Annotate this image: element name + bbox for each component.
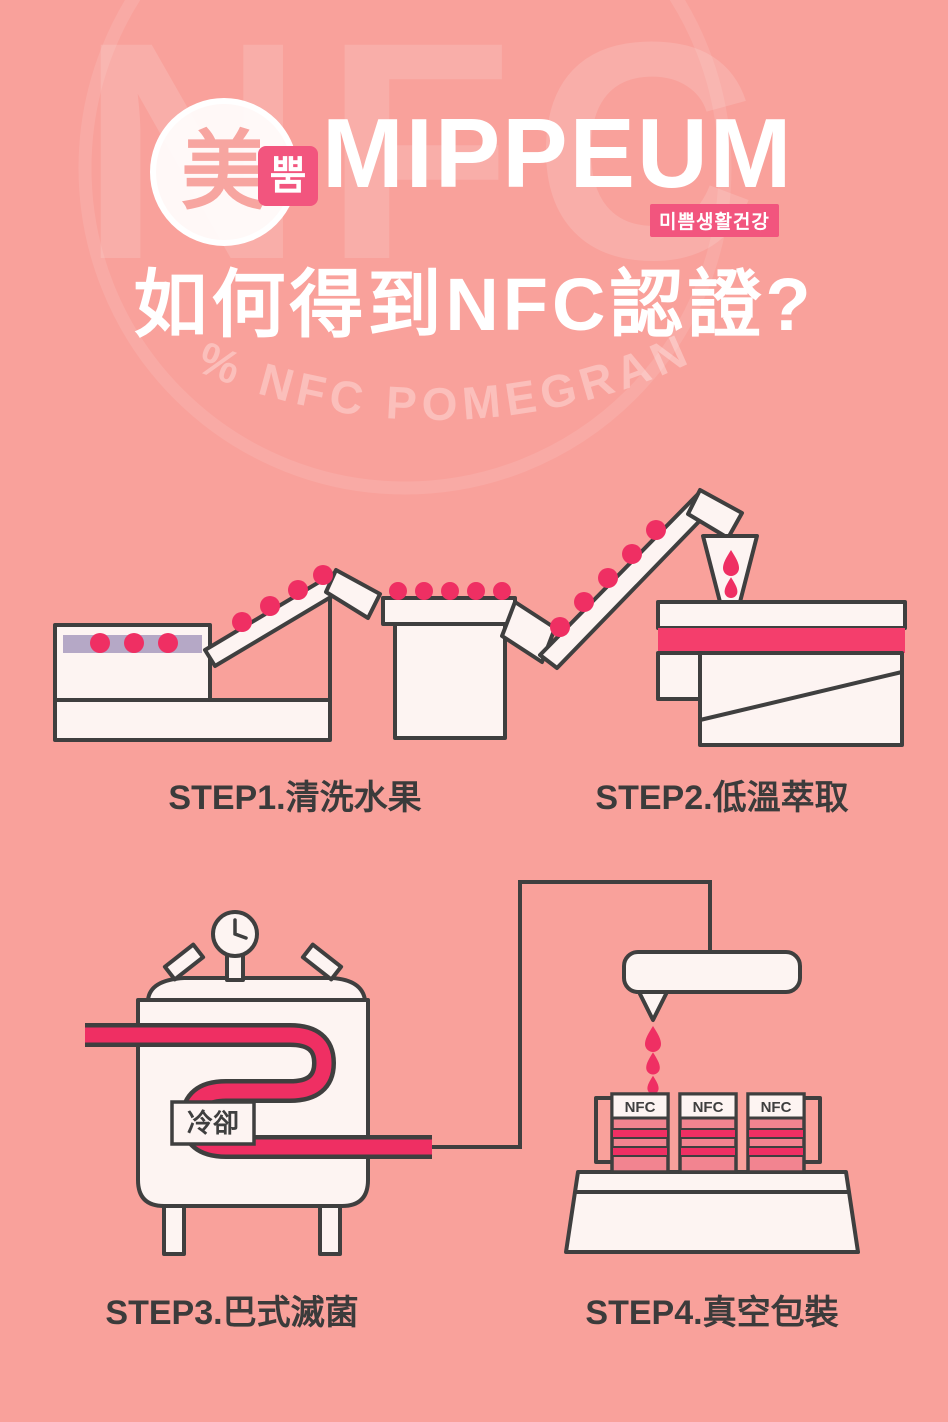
- logo-block-char: 뿜: [269, 154, 307, 198]
- juice-drops-funnel: [723, 550, 739, 598]
- filler-head: [622, 950, 802, 994]
- sorting-table-body: [393, 622, 507, 740]
- table-exit-chute: [500, 600, 557, 664]
- connector-pipe: [432, 880, 712, 1149]
- logo-block: 뿜: [258, 146, 318, 206]
- pack-bracket-left: [594, 1096, 612, 1164]
- sorting-table-top: [381, 596, 517, 626]
- tank-valve-right: [300, 942, 344, 982]
- tank-lid: [146, 976, 367, 1002]
- logo-circle-char: 美: [181, 124, 267, 220]
- tank-leg-right: [318, 1204, 342, 1256]
- press-pink-band: [658, 628, 905, 653]
- step4-caption: STEP4.真空包裝: [585, 1294, 839, 1332]
- page-title: 如何得到NFC認證?: [133, 263, 815, 346]
- pack-label: NFC: [693, 1099, 724, 1116]
- tank-valve-left: [162, 942, 206, 982]
- filler-nozzle: [637, 990, 669, 1022]
- press-left-stub: [656, 651, 702, 701]
- brand-badge: 미쁨생활건강: [650, 204, 779, 237]
- juice-pack-1: NFC: [610, 1092, 670, 1174]
- press-body: [698, 651, 904, 747]
- wash-base: [53, 698, 332, 742]
- fruit-dots: [90, 520, 666, 653]
- cooling-label: 冷卻: [187, 1108, 239, 1138]
- pack-label: NFC: [625, 1099, 656, 1116]
- clock-hands: [233, 918, 248, 940]
- cooling-label-box: [170, 1100, 256, 1146]
- process-row-bottom: 冷卻 NFC NFC: [85, 880, 860, 1256]
- tank-leg-left: [162, 1204, 186, 1256]
- pack-label: NFC: [761, 1099, 792, 1116]
- logo-circle: 美: [150, 98, 298, 246]
- step1-caption: STEP1.清洗水果: [168, 779, 422, 817]
- belt-head-chute-2: [686, 488, 744, 540]
- juice-pack-3: NFC: [746, 1092, 806, 1174]
- step2-machine-illustration: [538, 488, 907, 747]
- juice-pack-2: NFC: [678, 1092, 738, 1174]
- watermark-ring: [78, 0, 732, 495]
- step4-machine-illustration: [564, 950, 860, 1254]
- juice-drops-filler: [645, 1026, 661, 1094]
- belt-head-chute-1: [324, 568, 382, 620]
- step3-caption: STEP3.巴式滅菌: [105, 1294, 359, 1332]
- step1-machine-illustration: [53, 568, 557, 742]
- packing-platform: [564, 1170, 860, 1254]
- step2-caption: STEP2.低溫萃取: [595, 779, 849, 817]
- brand-text: MIPPEUM: [322, 98, 794, 208]
- press-inner-chute-line: [699, 670, 903, 722]
- process-row-top: [53, 488, 907, 747]
- press-top-slab: [656, 600, 907, 630]
- pack-bracket-right: [804, 1096, 822, 1164]
